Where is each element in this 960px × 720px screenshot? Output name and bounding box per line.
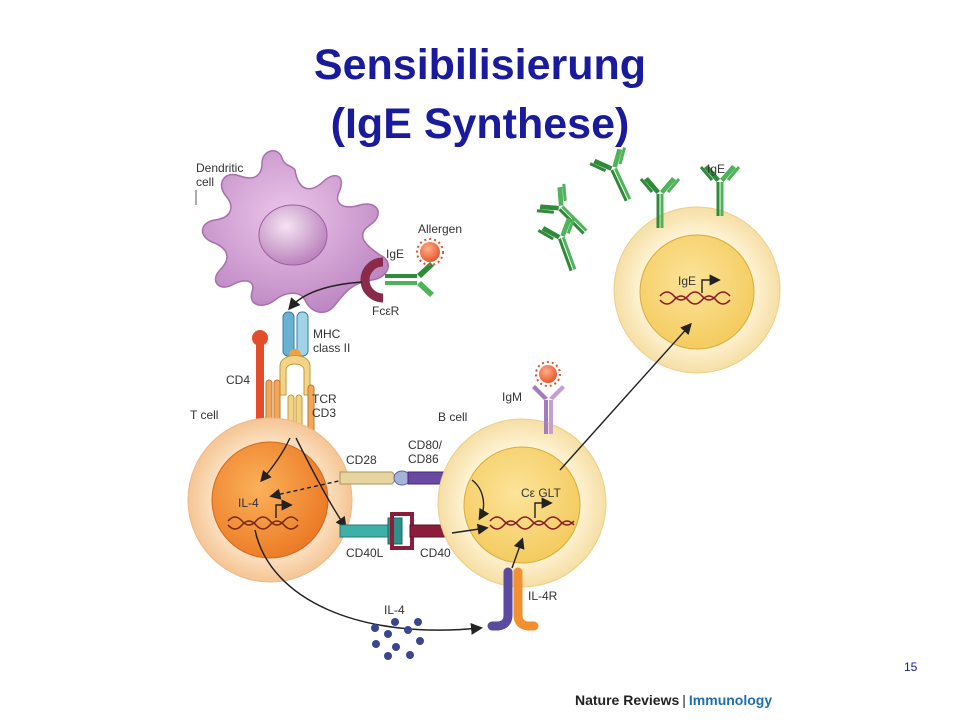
cd4-coreceptor: [252, 330, 268, 435]
il4-gene-label: IL-4: [238, 496, 259, 510]
cd80-label-2: CD86: [408, 452, 439, 466]
dendritic-cell-label-2: cell: [196, 175, 214, 189]
dendritic-cell: [201, 150, 390, 314]
allergen-on-igm-icon: [535, 361, 561, 387]
ige-top-label: IgE: [707, 162, 725, 176]
b-cell: [437, 418, 607, 588]
fcer-label: FcεR: [372, 304, 400, 318]
cd4-label: CD4: [226, 373, 250, 387]
footer-separator: |: [682, 692, 686, 708]
t-cell: [187, 417, 353, 583]
cd28-label: CD28: [346, 453, 377, 467]
ige-receptor-label: IgE: [386, 247, 404, 261]
t-cell-label: T cell: [190, 408, 218, 422]
page-number: 15: [904, 660, 918, 674]
ige-producing-cell: [613, 206, 781, 374]
il4-cytokine-molecules: [371, 618, 424, 660]
mhc-label-2: class II: [313, 341, 350, 355]
cd3-label: CD3: [312, 406, 336, 420]
il4-receptor: [487, 567, 539, 631]
cd40l-label: CD40L: [346, 546, 384, 560]
dendritic-cell-label-1: Dendritic: [196, 161, 243, 175]
fcer-receptor: [360, 257, 384, 303]
mhc-class-ii: [282, 311, 309, 361]
footer-publisher: Nature Reviews: [575, 692, 680, 708]
cd80-label-1: CD80/: [408, 438, 443, 452]
ige-antibody-on-fcer: [385, 262, 434, 297]
igm-antibody: [532, 385, 565, 434]
allergen-label: Allergen: [418, 222, 462, 236]
cd40-label: CD40: [420, 546, 451, 560]
page-title-line-2: (IgE Synthese): [330, 100, 630, 148]
il4r-label: IL-4R: [528, 589, 558, 603]
footer-journal: Immunology: [688, 692, 773, 708]
page-title-line-1: Sensibilisierung: [313, 41, 647, 89]
igm-label: IgM: [502, 390, 522, 404]
ce-glt-label: Cε GLT: [521, 486, 561, 500]
footer-credit: Nature Reviews|Immunology: [575, 692, 772, 708]
tcr-label: TCR: [312, 392, 337, 406]
cd40l-cd40-interaction: [339, 512, 457, 550]
il4-secreted-label: IL-4: [384, 603, 405, 617]
b-cell-label: B cell: [438, 410, 467, 424]
allergen-icon: [416, 238, 444, 266]
mhc-label-1: MHC: [313, 327, 341, 341]
ige-nucleus-label: IgE: [678, 274, 696, 288]
